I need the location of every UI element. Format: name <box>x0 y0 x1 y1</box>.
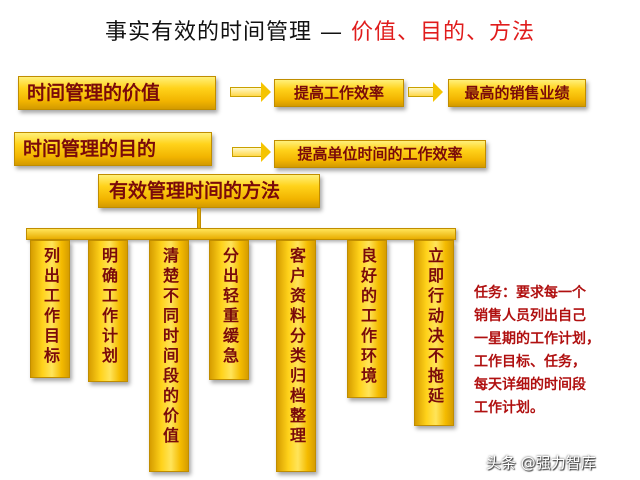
task-line-2: 销售人员列出自己 <box>474 308 586 324</box>
arrow-right-icon <box>232 142 271 162</box>
method-item-1: 列出工作目标 <box>30 240 70 378</box>
method-item-3: 清楚不同时间段的价值 <box>149 240 189 472</box>
connector-bar <box>26 228 456 240</box>
method-item-4: 分出轻重缓急 <box>209 240 249 380</box>
goal-box: 时间管理的目的 <box>14 132 212 166</box>
watermark: 头条 @强力智库 <box>486 454 596 472</box>
unit-efficiency-box: 提高单位时间的工作效率 <box>274 140 486 168</box>
arrow-right-icon <box>230 82 271 102</box>
value-box: 时间管理的价值 <box>18 76 216 110</box>
title-highlight: 价值、目的、方法 <box>350 20 535 45</box>
task-line-1: 任务：要求每一个 <box>474 285 586 301</box>
arrow-right-icon <box>408 82 443 102</box>
method-item-5: 客户资料分类归档整理 <box>276 240 316 472</box>
page-title: 事实有效的时间管理 — 价值、目的、方法 <box>0 14 640 46</box>
task-line-5: 每天详细的时间段 <box>474 377 586 393</box>
method-item-7: 立即行动决不拖延 <box>414 240 454 426</box>
method-item-6: 良好的工作环境 <box>347 240 387 398</box>
method-item-2: 明确工作计划 <box>88 240 128 382</box>
task-line-3: 一星期的工作计划， <box>474 331 600 347</box>
task-text: 任务：要求每一个 销售人员列出自己 一星期的工作计划， 工作目标、任务， 每天详… <box>474 282 634 420</box>
title-main: 事实有效的时间管理 — <box>104 20 351 45</box>
efficiency-box: 提高工作效率 <box>274 79 404 107</box>
sales-box: 最高的销售业绩 <box>448 79 586 107</box>
task-line-6: 工作计划。 <box>474 400 544 416</box>
method-header-box: 有效管理时间的方法 <box>98 174 320 208</box>
task-line-4: 工作目标、任务， <box>474 354 586 370</box>
